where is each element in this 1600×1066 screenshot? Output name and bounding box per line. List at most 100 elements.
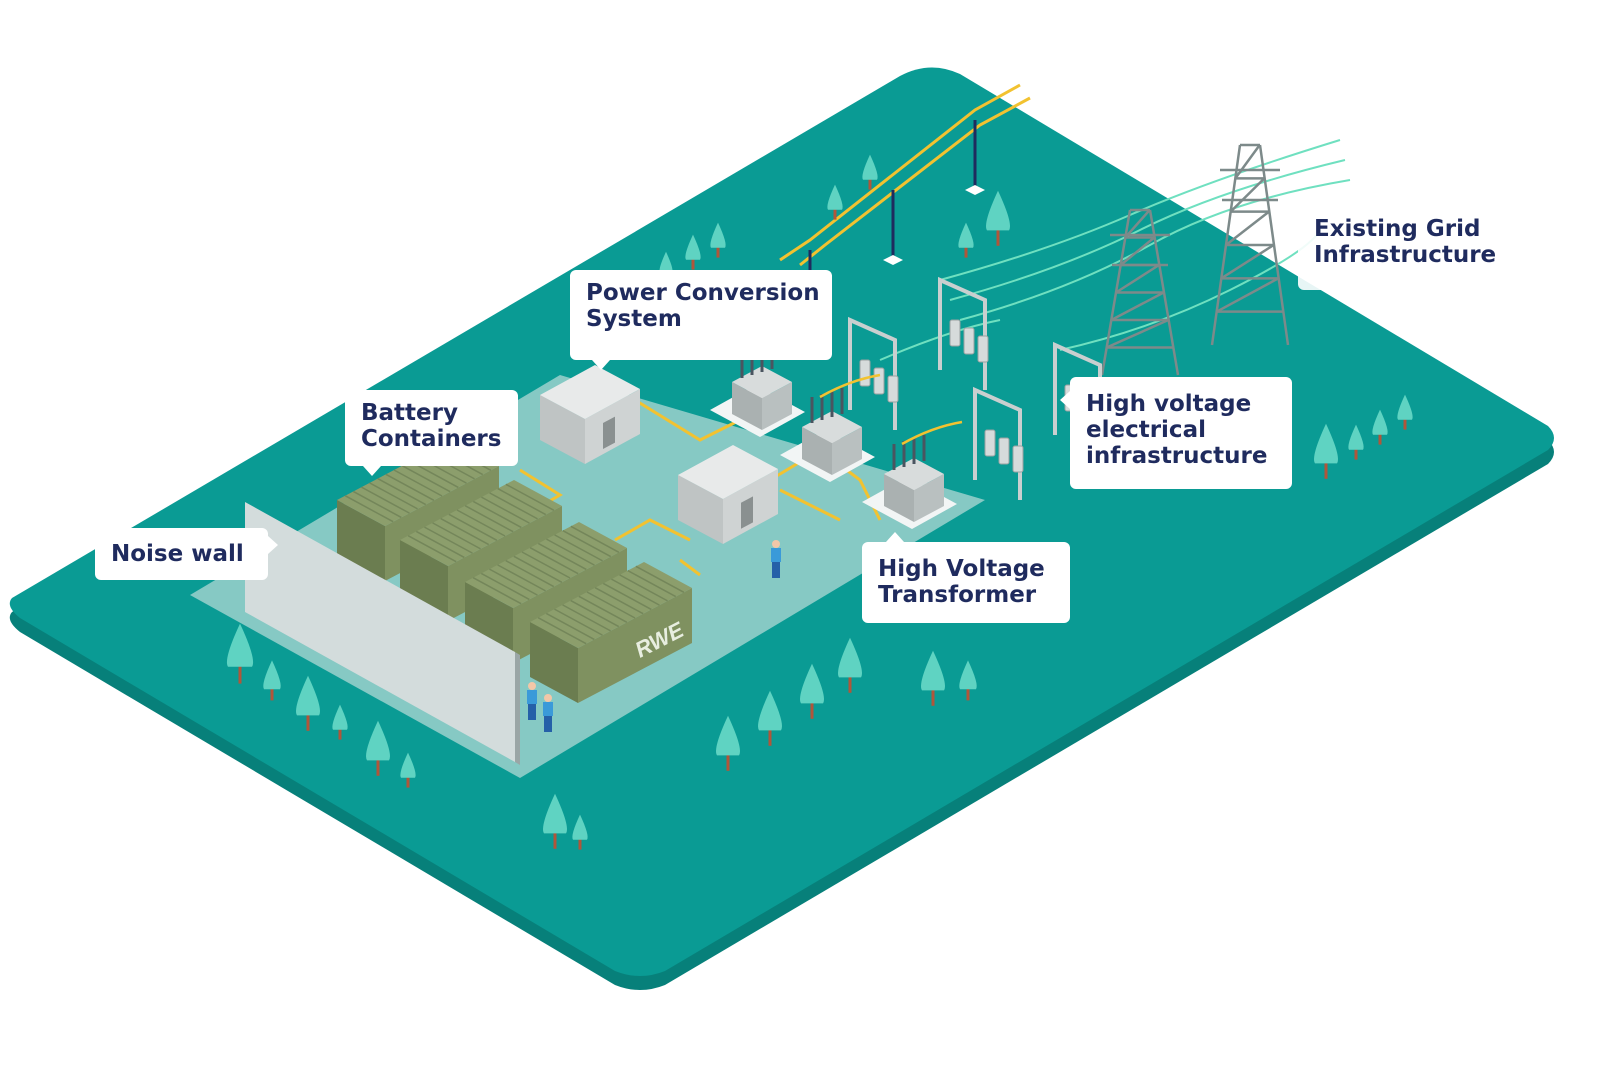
worker-body — [771, 548, 781, 562]
transformers — [710, 328, 963, 529]
container-rib — [570, 525, 620, 553]
transformer — [884, 458, 944, 522]
container-rib — [448, 513, 498, 541]
callout-battery-containers: Battery Containers — [345, 390, 518, 476]
callout-high-voltage-infrastructure: High voltage electrical infrastructure — [1060, 377, 1292, 489]
container-rib — [393, 469, 443, 497]
worker-icon — [527, 682, 537, 720]
transformer-top-face — [884, 458, 944, 490]
container-rib — [377, 477, 427, 506]
container-rib — [537, 542, 587, 571]
label-line: Noise wall — [111, 541, 244, 567]
container-rib — [489, 568, 538, 596]
callout-pointer — [886, 532, 904, 542]
pcs-unit-end-face — [678, 475, 723, 544]
tree-crown — [572, 814, 588, 840]
tree-icon — [1348, 424, 1364, 460]
label-line: Battery — [361, 400, 458, 426]
container-rib — [545, 612, 595, 641]
switchgear — [998, 437, 1010, 465]
worker-icon — [543, 694, 553, 732]
callout-power-conversion-system: Power Conversion System — [570, 270, 832, 370]
tree-crown — [659, 251, 673, 274]
container-rib — [472, 500, 522, 529]
transformer — [732, 366, 792, 430]
tree-icon — [758, 690, 782, 746]
tree-icon — [332, 704, 348, 740]
container-rib — [562, 604, 611, 632]
tree-crown — [827, 184, 843, 210]
trees — [226, 154, 1413, 850]
container-rib — [529, 547, 579, 575]
label-line: infrastructure — [1086, 443, 1268, 469]
container-rib — [440, 517, 490, 546]
transformer — [802, 411, 862, 475]
container-rib — [611, 578, 660, 606]
switchgear — [1012, 445, 1024, 473]
tree-icon — [685, 234, 701, 270]
switchgear — [963, 327, 975, 355]
tree-icon — [263, 660, 281, 701]
tree-icon — [226, 623, 254, 684]
container-rib — [619, 574, 668, 602]
tower-brace — [1124, 209, 1151, 239]
label-line: System — [586, 306, 682, 332]
switchgear — [984, 429, 996, 457]
container-rib — [562, 529, 612, 558]
callout-pointer — [1060, 391, 1070, 409]
label-line: Transformer — [878, 582, 1037, 608]
tower-brace — [1225, 210, 1270, 246]
tree-crown — [800, 663, 824, 704]
container-rib — [497, 487, 547, 516]
tree-crown — [958, 222, 974, 248]
switchgear — [873, 367, 885, 395]
container-rib — [407, 535, 457, 563]
switchgear — [949, 319, 961, 347]
tree-crown — [710, 222, 726, 248]
tree-crown — [226, 623, 254, 667]
callout-noise-wall: Noise wall — [95, 528, 278, 580]
switchgear — [887, 375, 899, 403]
callout-pointer — [363, 466, 381, 476]
workers — [527, 540, 781, 732]
container-rib — [456, 509, 506, 537]
container-rib — [594, 587, 644, 615]
tree-icon — [572, 814, 588, 850]
container-rib — [352, 490, 402, 519]
tree-crown — [1348, 424, 1364, 450]
tree-crown — [1372, 409, 1388, 435]
container-rib — [521, 551, 571, 579]
tree-crown — [959, 660, 977, 690]
worker-head — [528, 682, 536, 690]
tower-arm — [1220, 168, 1280, 202]
transformer-top-face — [802, 411, 862, 443]
container-rib — [554, 534, 603, 562]
callout-existing-grid: Existing Grid Infrastructure — [1298, 206, 1510, 290]
container-rib — [570, 599, 620, 628]
worker-legs — [528, 704, 536, 720]
switchgear — [977, 335, 989, 363]
tree-crown — [263, 660, 281, 690]
pole-base — [965, 185, 985, 195]
container-rib — [480, 572, 530, 601]
tree-icon — [958, 222, 974, 258]
tree-icon — [1314, 423, 1338, 479]
dc-cables — [519, 83, 1031, 577]
tower-brace — [1234, 144, 1261, 180]
tree-icon — [543, 793, 567, 849]
tree-crown — [332, 704, 348, 730]
callout-high-voltage-transformer: High Voltage Transformer — [862, 532, 1070, 623]
label-line: Power Conversion — [586, 280, 820, 306]
tower-brace — [1106, 318, 1169, 349]
tree-icon — [959, 660, 977, 701]
lattice-tower — [1100, 208, 1180, 376]
tree-crown — [921, 650, 945, 691]
tree-crown — [986, 190, 1010, 231]
container-rib — [537, 617, 587, 645]
tree-crown — [296, 675, 320, 716]
container-rib — [505, 483, 555, 511]
container-rib — [635, 565, 685, 593]
label-line: High Voltage — [878, 556, 1045, 582]
tree-crown — [1397, 394, 1413, 420]
container-rib — [627, 569, 677, 598]
